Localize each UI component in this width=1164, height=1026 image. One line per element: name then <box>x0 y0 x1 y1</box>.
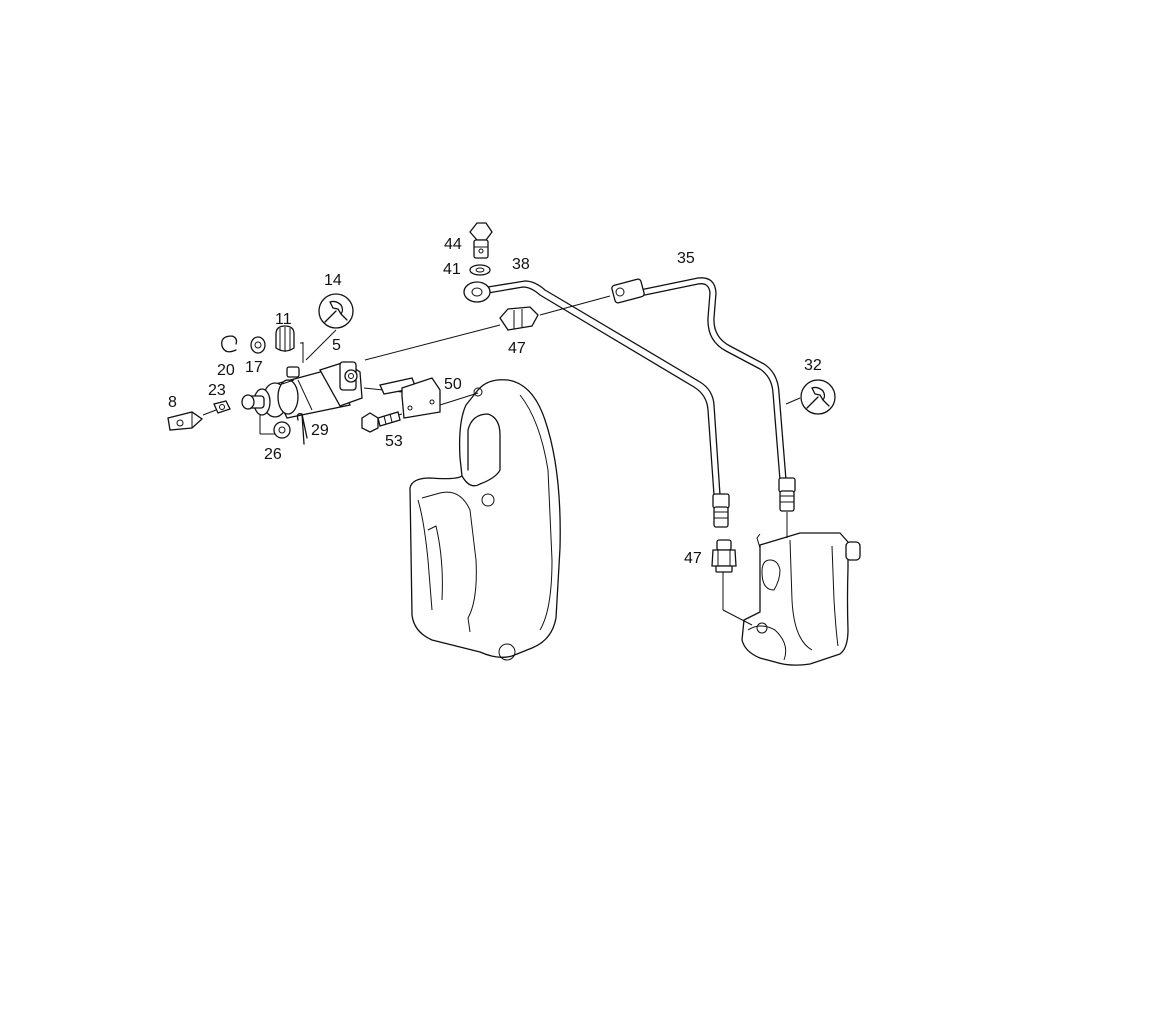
label-17: 17 <box>245 359 263 376</box>
hose-fitting-left <box>712 493 730 528</box>
label-23: 23 <box>208 382 226 399</box>
leader-lines <box>202 295 801 626</box>
banjo-fitting-38 <box>463 281 491 303</box>
nut-23 <box>213 400 231 414</box>
valve-unit <box>741 532 861 666</box>
label-5: 5 <box>332 337 341 354</box>
washer-17 <box>250 336 266 354</box>
bleed-cap-11 <box>275 325 295 352</box>
hose-fitting-right <box>778 477 796 512</box>
line-35 <box>639 277 787 481</box>
wrench-icon <box>800 379 836 415</box>
label-50: 50 <box>444 376 462 393</box>
label-38: 38 <box>512 256 530 273</box>
label-14: 14 <box>324 272 342 289</box>
label-32: 32 <box>804 357 822 374</box>
line-35-fitting <box>611 278 645 304</box>
label-20: 20 <box>217 362 235 379</box>
washer-26 <box>273 421 291 439</box>
banjo-bolt-44 <box>469 222 493 259</box>
label-53: 53 <box>385 433 403 450</box>
bracket-50 <box>379 377 441 419</box>
label-35: 35 <box>677 250 695 267</box>
adapter-47-lower <box>711 539 737 573</box>
line-38 <box>487 280 721 496</box>
label-29: 29 <box>311 422 329 439</box>
label-47-lower: 47 <box>684 550 702 567</box>
bell-housing <box>409 379 561 661</box>
label-11: 11 <box>275 311 292 328</box>
label-26: 26 <box>264 446 282 463</box>
adapter-47-upper <box>499 306 539 331</box>
label-47-upper: 47 <box>508 340 526 357</box>
wrench-icon <box>318 293 354 329</box>
slave-cylinder-5 <box>241 361 363 419</box>
label-8: 8 <box>168 394 177 411</box>
bolt-53 <box>361 411 401 433</box>
washer-41 <box>469 264 491 276</box>
split-pin-29 <box>296 412 308 445</box>
circlip-20 <box>221 335 238 353</box>
label-44: 44 <box>444 236 462 253</box>
label-41: 41 <box>443 261 461 278</box>
clevis-8 <box>167 411 204 431</box>
part-labels: 44 41 38 35 14 11 5 47 32 20 17 23 50 8 … <box>168 236 822 567</box>
